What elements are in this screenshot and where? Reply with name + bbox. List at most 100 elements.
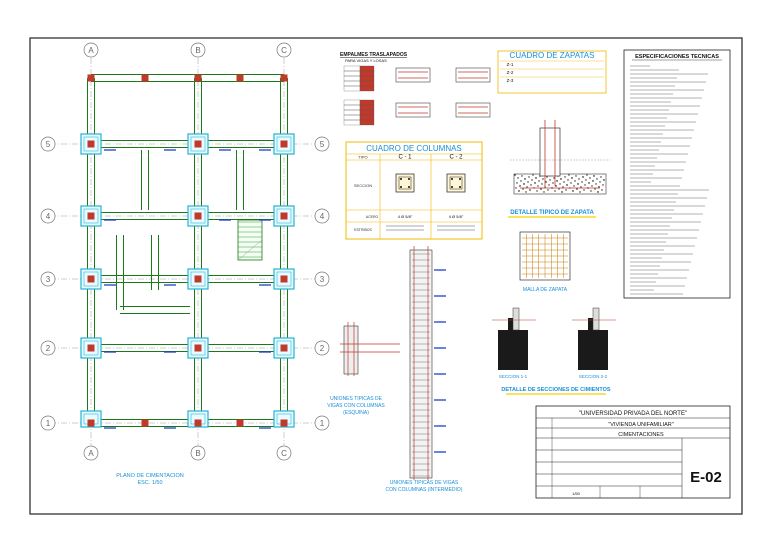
splice-sketch: [395, 102, 431, 118]
gravel-dot: [536, 190, 538, 192]
gravel-dot: [567, 179, 569, 181]
grid-bubble: 5: [40, 136, 56, 152]
splice-detail: EMPALMES TRASLAPADOS PARA VIGAS Y LOSAS: [340, 52, 491, 126]
splice-cell: [343, 104, 361, 111]
splice-cell: [359, 70, 375, 77]
grid-bubble: 2: [40, 340, 56, 356]
footing-inner: [190, 136, 206, 152]
footing-inner: [83, 208, 99, 224]
splice-sketch: [455, 102, 491, 118]
grid-label: 5: [46, 140, 51, 149]
footing-inner: [83, 340, 99, 356]
column: [87, 140, 95, 148]
grid-label: C: [281, 46, 287, 55]
footing-inner: [276, 271, 292, 287]
gravel-dot: [588, 182, 590, 184]
footings-table: CUADRO DE ZAPATAS Z-1Z-2Z-3: [497, 50, 607, 94]
gravel-dot: [568, 174, 570, 176]
foundation-sections: SECCION 1-1 SECCION 2-2 DETALLE DE SECCI…: [492, 307, 616, 395]
gravel-dot: [559, 183, 561, 185]
splice-cell: [343, 85, 361, 92]
gravel-dot: [522, 188, 524, 190]
grid-label: B: [195, 46, 200, 55]
columns-row-acero: ACERO: [366, 215, 379, 219]
gravel-dot: [592, 180, 594, 182]
gravel-dot: [577, 183, 579, 185]
column: [280, 344, 288, 352]
grid-bubble: 1: [314, 415, 330, 431]
gravel-dot: [523, 183, 525, 185]
gravel-dot: [597, 191, 599, 193]
footings-table-title: CUADRO DE ZAPATAS: [510, 51, 595, 60]
union-corner-line3: (ESQUINA): [343, 410, 369, 416]
splice-cell: [359, 119, 375, 126]
footing: [187, 410, 209, 428]
gravel-dot: [566, 184, 568, 186]
gravel-dot: [514, 174, 516, 176]
gravel-dot: [549, 179, 551, 181]
column-c1-acero: 4 Ø 5/8": [398, 214, 413, 219]
column: [87, 74, 95, 82]
specs-title: ESPECIFICACIONES TECNICAS: [635, 54, 719, 60]
splice-cell: [359, 75, 375, 82]
gravel-dot: [578, 178, 580, 180]
gravel-dot: [565, 189, 567, 191]
footing-type: Z-3: [507, 78, 514, 83]
stair: [237, 219, 263, 261]
footing-inner: [190, 271, 206, 287]
grid-bubble: 1: [40, 415, 56, 431]
gravel-dot: [525, 191, 527, 193]
gravel-dot: [554, 190, 556, 192]
gravel-dot: [584, 184, 586, 186]
grid-label: 4: [46, 212, 51, 221]
column: [280, 74, 288, 82]
footing: [80, 410, 102, 428]
gravel-dot: [594, 188, 596, 190]
gravel-dot: [558, 188, 560, 190]
column: [87, 344, 95, 352]
splice-cell: [343, 80, 361, 87]
column: [87, 275, 95, 283]
footing-inner: [276, 208, 292, 224]
gravel-dot: [520, 180, 522, 182]
splice-cell: [359, 109, 375, 116]
gravel-dot: [572, 190, 574, 192]
gravel-dot: [596, 178, 598, 180]
section-1-label: SECCION 1-1: [499, 374, 528, 379]
gravel-dot: [516, 182, 518, 184]
plan-title: PLANO DE CIMENTACION: [116, 473, 183, 479]
gravel-dot: [595, 183, 597, 185]
splice-title: EMPALMES TRASLAPADOS: [340, 52, 408, 58]
splice-cell: [343, 75, 361, 82]
splice-sketch: [395, 67, 431, 83]
columns-table: CUADRO DE COLUMNAS TIPO C - 1 C - 2 SECC…: [345, 141, 483, 240]
union-corner-line1: UNIONES TIPICAS DE: [330, 396, 383, 402]
columns-row-estribos: ESTRIBOS: [354, 228, 372, 232]
grid-bubble: 4: [40, 208, 56, 224]
title-plan: CIMENTACIONES: [618, 432, 664, 438]
grid-bubble: 3: [40, 271, 56, 287]
gravel-dot: [534, 182, 536, 184]
splice-cell: [359, 104, 375, 111]
grid-bubble: 5: [314, 136, 330, 152]
gravel-dot: [580, 186, 582, 188]
column: [87, 419, 95, 427]
gravel-dot: [541, 183, 543, 185]
column: [87, 212, 95, 220]
gravel-dot: [548, 184, 550, 186]
gravel-dot: [540, 188, 542, 190]
gravel-dot: [593, 175, 595, 177]
gravel-dot: [524, 178, 526, 180]
column: [194, 344, 202, 352]
splice-cell: [359, 114, 375, 121]
union-intermediate-line1: UNIONES TIPICAS DE VIGAS: [390, 480, 459, 486]
gravel-dot: [586, 174, 588, 176]
splice-subtitle: PARA VIGAS Y LOSAS: [345, 58, 387, 63]
footing-mesh-title: MALLA DE ZAPATA: [523, 287, 568, 293]
gravel-dot: [571, 177, 573, 179]
footing: [273, 410, 295, 428]
column-c1-label: C - 1: [398, 155, 412, 161]
gravel-dot: [601, 189, 603, 191]
